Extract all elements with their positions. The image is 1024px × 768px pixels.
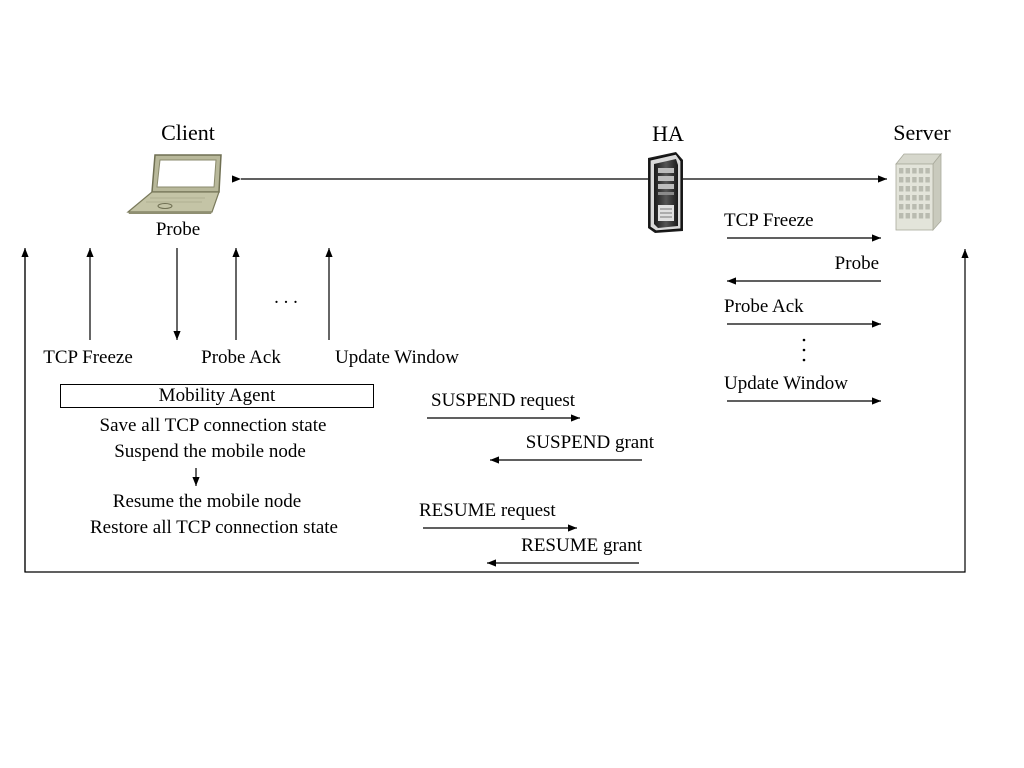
server-msg-label-2: Probe Ack [724,296,804,317]
building-window [925,213,930,219]
building-window [925,186,930,192]
server-msg-label-1: Probe [834,253,879,274]
ha-label: HA [652,121,684,146]
agent-step-restore: Restore all TCP connection state [89,517,339,538]
building-window [912,186,917,192]
building-window [925,168,930,174]
building-window [899,213,904,219]
mobility-agent-title: Mobility Agent [158,385,276,406]
building-window [905,213,910,219]
building-window [912,195,917,201]
building-window [899,177,904,183]
building-window [905,177,910,183]
building-window [912,204,917,210]
horizontal-ellipsis: . . . [274,287,298,308]
building-window [918,213,924,219]
building-window [905,204,910,210]
server-tower-icon [648,152,683,233]
agent-msg-label-0: SUSPEND request [431,390,576,411]
probe-ack-label: Probe Ack [201,347,281,368]
building-window [905,186,910,192]
building-window [918,195,924,201]
agent-step-resume: Resume the mobile node [112,491,302,512]
agent-msg-label-3: RESUME grant [521,535,642,556]
building-window [899,204,904,210]
building-window [925,195,930,201]
agent-msg-label-1: SUSPEND grant [525,432,654,453]
server-label: Server [893,120,951,145]
agent-step-suspend: Suspend the mobile node [114,441,306,462]
building-window [918,168,924,174]
building-window [918,186,924,192]
building-window [905,195,910,201]
agent-step-save: Save all TCP connection state [99,415,327,436]
building-window [899,195,904,201]
building-window [918,204,924,210]
tcp-freeze-label: TCP Freeze [43,347,133,368]
building-window [925,177,930,183]
vertical-ellipsis [802,338,806,362]
laptop-icon [126,154,222,214]
building-window [905,168,910,174]
building-window [899,168,904,174]
server-msg-label-3: Update Window [724,373,848,394]
building-window [918,177,924,183]
agent-msg-label-2: RESUME request [419,500,556,521]
building-window [925,204,930,210]
building-window [912,213,917,219]
update-window-label: Update Window [335,347,459,368]
office-building-icon [895,152,942,232]
client-label: Client [161,120,215,145]
building-window [899,186,904,192]
mobility-agent-box: Mobility Agent [60,384,374,408]
building-window [912,177,917,183]
building-window [912,168,917,174]
probe-label: Probe [155,219,201,240]
server-msg-label-0: TCP Freeze [724,210,814,231]
